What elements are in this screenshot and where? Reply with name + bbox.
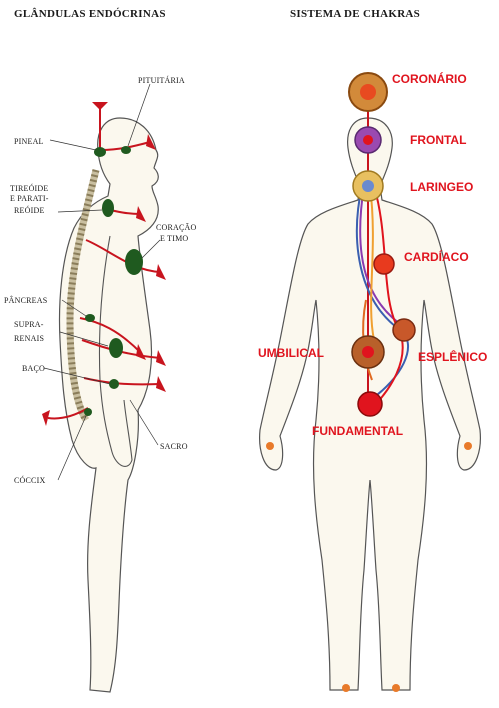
- heart-thymus-gland: [125, 249, 143, 275]
- coccyx-gland: [84, 408, 92, 416]
- endocrine-panel: GLÂNDULAS ENDÓCRINAS: [0, 0, 250, 708]
- label-tireoide-1: TIREÓIDE: [10, 184, 48, 193]
- chakra-panel: SISTEMA DE CHAKRAS: [250, 0, 499, 708]
- label-pineal: PINEAL: [14, 137, 44, 146]
- chakra-fundamental: [358, 392, 382, 416]
- label-laringeo: LARINGEO: [410, 180, 473, 194]
- label-tireoide-2: E PARATI-: [10, 194, 49, 203]
- hand-chakra-right: [464, 442, 472, 450]
- endocrine-figure: [0, 0, 250, 708]
- label-coracao-2: E TIMO: [160, 234, 188, 243]
- label-suprarenais-2: RENAIS: [14, 334, 44, 343]
- label-tireoide-3: REÓIDE: [14, 206, 45, 215]
- pancreas-gland: [85, 314, 95, 322]
- label-coccix: CÓCCIX: [14, 476, 45, 485]
- label-suprarenais-1: SUPRA-: [14, 320, 44, 329]
- thyroid-gland: [102, 199, 114, 217]
- label-fundamental: FUNDAMENTAL: [312, 424, 403, 438]
- label-coronario: CORONÁRIO: [392, 72, 467, 86]
- foot-chakra-right: [392, 684, 400, 692]
- pituitary-gland: [121, 146, 131, 154]
- chakra-cardiaco: [374, 254, 394, 274]
- label-coracao-1: CORAÇÃO: [156, 223, 197, 232]
- label-pancreas: PÂNCREAS: [4, 296, 47, 305]
- spleen-gland: [109, 379, 119, 389]
- label-cardiaco: CARDÍACO: [404, 250, 469, 264]
- hand-chakra-left: [266, 442, 274, 450]
- label-umbilical: UMBILICAL: [258, 346, 324, 360]
- chakra-esplenico: [393, 319, 415, 341]
- label-pituitaria: PITUITÁRIA: [138, 76, 185, 85]
- label-esplenico: ESPLÊNICO: [418, 350, 487, 364]
- foot-chakra-left: [342, 684, 350, 692]
- label-baco: BAÇO: [22, 364, 45, 373]
- label-sacro: SACRO: [160, 442, 188, 451]
- pineal-gland: [94, 147, 106, 157]
- label-frontal: FRONTAL: [410, 133, 466, 147]
- adrenal-gland: [109, 338, 123, 358]
